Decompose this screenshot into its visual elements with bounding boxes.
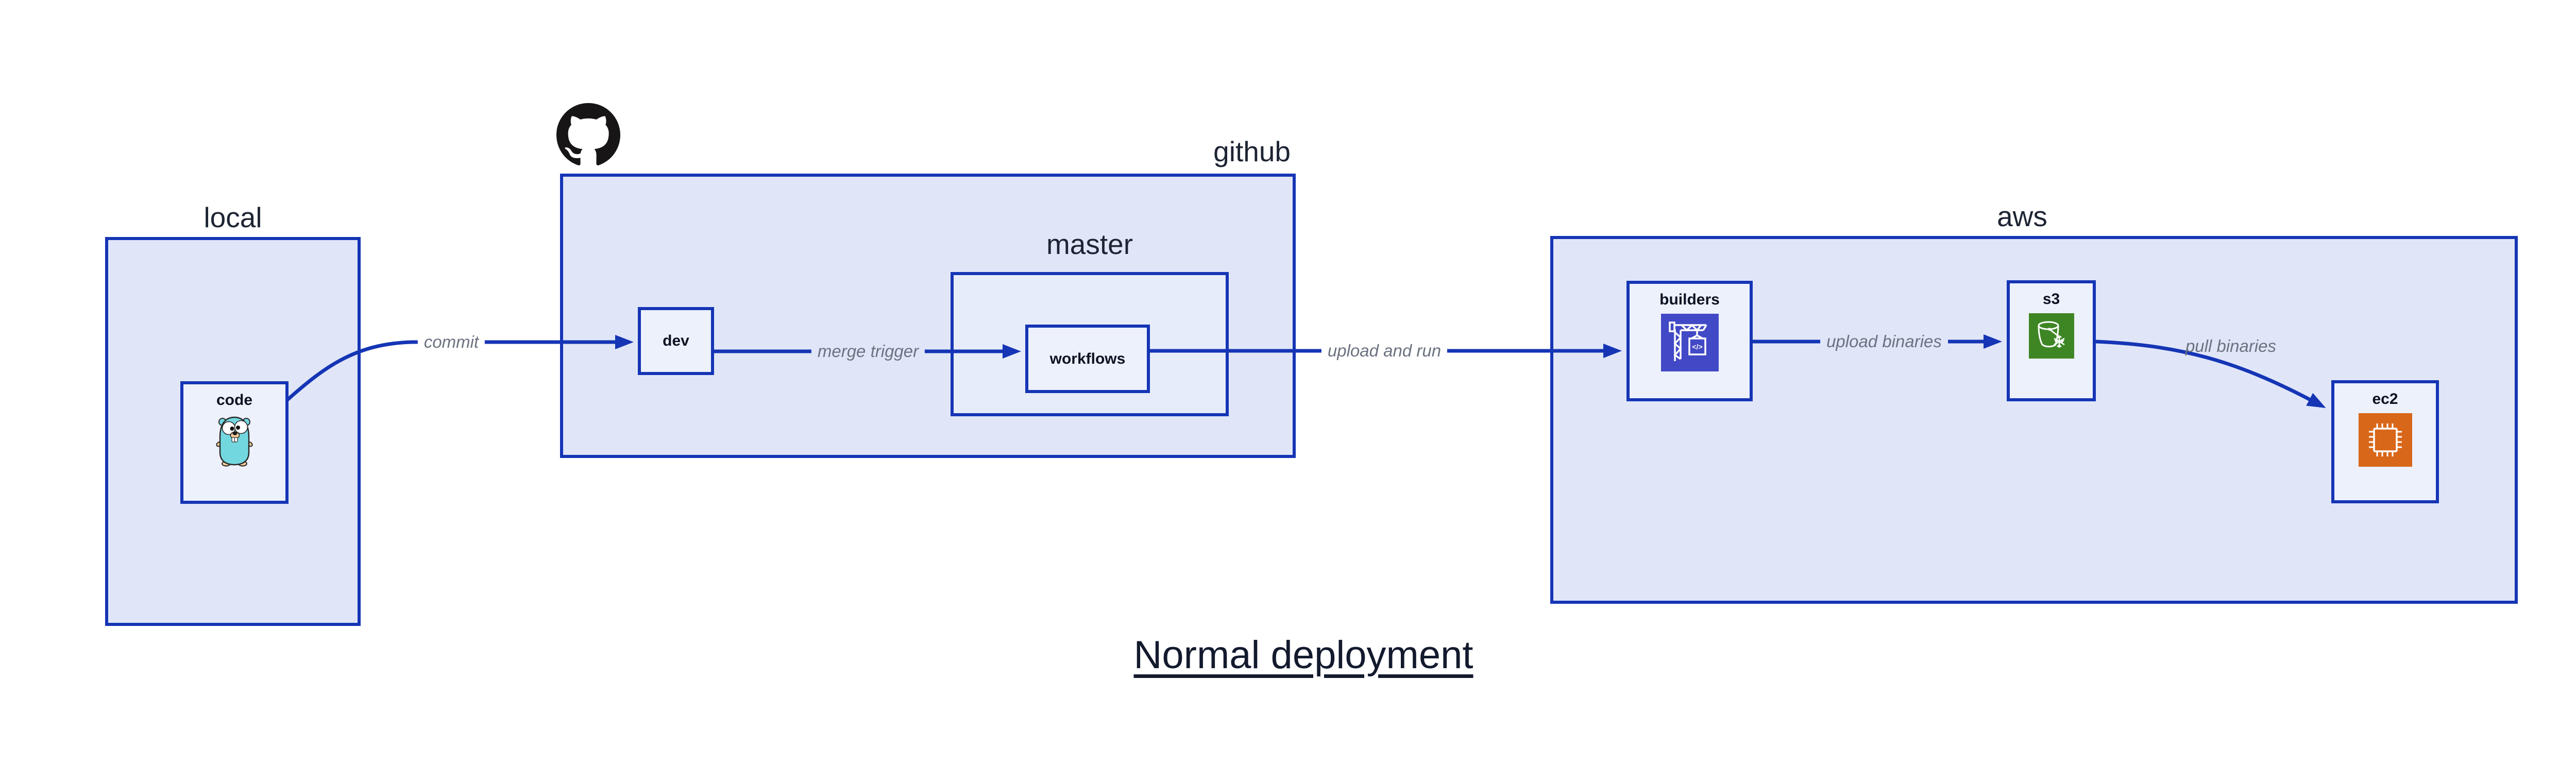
- node-ec2: ec2: [2331, 380, 2439, 503]
- node-code: code: [180, 381, 289, 504]
- edge-label-upload-and-run: upload and run: [1321, 341, 1448, 361]
- aws-container-label: aws: [1997, 200, 2047, 232]
- edge-pull-binaries: [2095, 339, 2326, 408]
- go-gopher-icon: [216, 414, 253, 469]
- github-logo-icon: [556, 103, 620, 169]
- svg-text:</>: </>: [1692, 343, 1702, 351]
- aws-codebuild-icon: </>: [1660, 314, 1719, 374]
- edge-label-commit: commit: [417, 332, 485, 352]
- master-container-label: master: [1046, 228, 1133, 260]
- node-dev: dev: [638, 307, 714, 375]
- node-builders: builders </>: [1626, 281, 1753, 401]
- node-dev-label: dev: [663, 332, 689, 349]
- edge-commit: [286, 335, 634, 401]
- github-container-label: github: [1213, 135, 1291, 167]
- edge-label-merge-trigger: merge trigger: [811, 342, 925, 361]
- node-builders-label: builders: [1659, 291, 1720, 308]
- diagram-title: Normal deployment: [1133, 633, 1473, 677]
- local-container-label: local: [204, 201, 262, 233]
- node-code-label: code: [216, 392, 253, 409]
- edge-label-upload-binaries: upload binaries: [1820, 332, 1948, 351]
- aws-ec2-icon: [2358, 413, 2412, 469]
- aws-s3-glacier-icon: [2028, 313, 2074, 361]
- node-workflows: workflows: [1025, 325, 1150, 393]
- node-s3-label: s3: [2042, 291, 2060, 308]
- node-workflows-label: workflows: [1049, 350, 1126, 367]
- node-s3: s3: [2007, 280, 2096, 401]
- node-ec2-label: ec2: [2372, 390, 2398, 408]
- edge-label-pull-binaries: pull binaries: [2185, 336, 2277, 355]
